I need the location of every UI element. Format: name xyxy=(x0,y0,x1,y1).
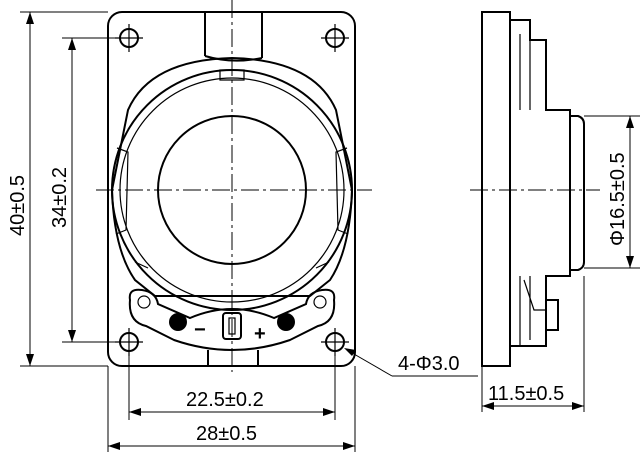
depth-label: 11.5±0.5 xyxy=(488,383,564,405)
side-dome xyxy=(570,115,585,271)
bottom-tab xyxy=(207,350,259,366)
rim-detail xyxy=(115,69,349,269)
side-frame xyxy=(510,19,571,347)
solder-pad-positive xyxy=(277,313,295,331)
diaphragm-diameter-label: Φ16.5±0.5 xyxy=(607,152,629,246)
hole-callout: 4-Φ3.0 xyxy=(344,348,478,377)
left-dimensions: 40±0.5 34±0.2 xyxy=(7,11,120,367)
bottom-dimensions: 22.5±0.2 28±0.5 xyxy=(107,352,356,452)
side-dimensions: 11.5±0.5 Φ16.5±0.5 xyxy=(481,115,640,412)
side-terminal xyxy=(545,288,559,336)
side-frame-inner xyxy=(519,34,531,346)
front-view: − + xyxy=(96,0,372,372)
speaker-frame xyxy=(110,56,354,297)
terminal-board xyxy=(128,288,336,351)
height-holes-label: 34±0.2 xyxy=(49,167,71,228)
height-outer-label: 40±0.5 xyxy=(7,175,29,236)
side-view xyxy=(470,11,600,367)
width-outer-label: 28±0.5 xyxy=(196,423,257,445)
positive-terminal-label: + xyxy=(254,323,266,345)
side-plate xyxy=(481,11,511,367)
solder-pad-negative xyxy=(169,313,187,331)
terminal-eyelet-left xyxy=(137,295,151,309)
holes-label: 4-Φ3.0 xyxy=(398,353,460,375)
mounting-holes xyxy=(115,24,349,356)
width-holes-label: 22.5±0.2 xyxy=(186,389,264,411)
terminal-eyelet-right xyxy=(313,295,327,309)
top-tab xyxy=(204,12,263,62)
negative-terminal-label: − xyxy=(194,319,206,341)
